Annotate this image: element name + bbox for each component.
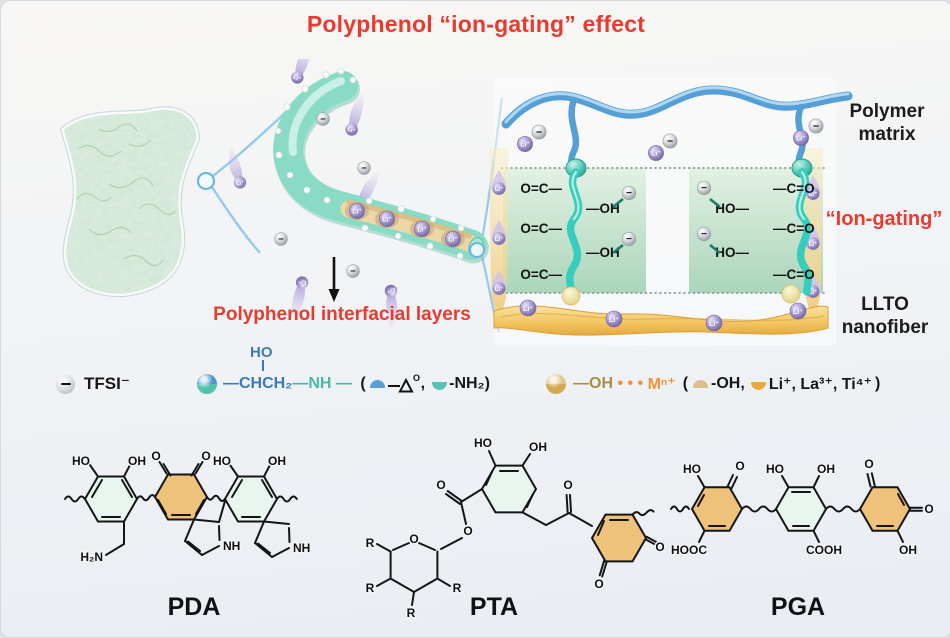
legend-ho-substituent: HO [250,344,273,361]
legend-metal-coordination: —OH • • • Mⁿ⁺ ( -OH , Li⁺, La³⁺, Ti⁴⁺ ) [546,367,880,401]
pga-structure: HO O HO OH O O OH HOOC COOH [670,456,934,559]
legend-ho-bond [262,360,264,371]
svg-text:HO: HO [213,454,231,468]
tfsi-sphere-icon [56,374,75,394]
svg-text:—OH: —OH [586,245,620,260]
svg-text:O: O [413,373,420,383]
fiber-magnifier-circle [469,242,485,258]
svg-text:—C=O: —C=O [773,221,815,236]
svg-text:H₂N: H₂N [80,550,103,564]
svg-text:R: R [366,536,375,550]
svg-text:NH: NH [293,541,310,555]
membrane-fibers [76,123,176,267]
svg-text:O: O [463,524,472,538]
svg-text:HO—: HO— [715,245,749,260]
svg-text:R: R [453,581,462,595]
llto-nanofiber [493,284,829,336]
embedded-li-ions [345,202,465,248]
llto-nanofiber-label: LLTO nanofiber [841,294,929,338]
down-arrow [328,257,340,302]
svg-text:O: O [924,502,933,516]
chain-anchor-sphere [561,286,581,306]
svg-text:HO: HO [72,454,90,468]
amine-monomer-icon [432,382,448,390]
cation-site-icon [750,382,766,390]
svg-text:OH: OH [268,454,286,468]
membrane-graphic [59,106,201,297]
tfsi-label: TFSI⁻ [84,374,130,393]
svg-text:O: O [594,577,603,591]
pda-structure: HO OH O O HO OH H₂N NH NH [64,449,312,566]
amine-sphere-icon [197,374,217,394]
fiber-sheen [288,77,345,156]
functional-groups-right: —C=O —C=O —C=O HO— HO— [696,180,815,282]
svg-text:—C=O: —C=O [773,181,815,196]
svg-text:HO: HO [683,462,701,476]
svg-text:O=C—: O=C— [520,221,562,236]
svg-text:OH: OH [529,440,547,454]
svg-text:NH: NH [223,539,240,553]
svg-text:HO: HO [766,462,784,476]
polymer-matrix-label: Polymer matrix [849,101,925,145]
svg-text:O: O [409,532,418,546]
svg-text:R: R [366,581,375,595]
surface-beads [274,67,465,260]
svg-text:—OH: —OH [586,201,620,216]
membrane-magnifier-circle [196,171,216,191]
interfacial-layers-label: Polyphenol interfacial layers [213,304,471,325]
svg-text:O: O [201,449,210,463]
svg-text:O: O [151,449,160,463]
epoxy-monomer-icon [369,380,385,388]
polymer-chain [501,85,853,178]
functional-groups-left: O=C— O=C— O=C— —OH —OH [520,181,637,282]
svg-text:HOOC: HOOC [671,543,707,557]
svg-text:O: O [735,459,744,473]
chain-anchor-sphere [781,284,801,304]
legend-amine-structure: —CHCH₂ —NH — ( O , -NH₂ ) [197,367,490,401]
svg-text:R: R [407,606,416,620]
legend-tfsi: TFSI⁻ [56,367,130,401]
ion-gating-label: “Ion-gating” [825,208,943,230]
svg-text:O: O [864,457,873,471]
svg-text:COOH: COOH [806,543,842,557]
svg-text:OH: OH [899,543,917,557]
coated-fiber-graphic [229,59,489,331]
pta-structure: HO OH O O O O O O R R R R [364,435,664,621]
epoxide-group-icon: O [387,373,420,393]
svg-text:HO—: HO— [715,201,749,216]
pda-name: PDA [167,593,221,621]
svg-text:O: O [655,540,664,554]
svg-text:O: O [563,478,572,492]
svg-text:O=C—: O=C— [520,181,562,196]
llto-sphere-icon [546,374,566,394]
figure-title: Polyphenol “ion-gating” effect [306,11,646,37]
svg-text:O: O [436,478,445,492]
li-channel-left [489,148,509,324]
pga-name: PGA [770,593,826,621]
svg-text:HO: HO [474,436,492,450]
svg-text:—C=O: —C=O [773,267,815,282]
ion-gating-schematic: O=C— O=C— O=C— —OH —OH —C=O —C=O —C=O HO… [489,78,853,346]
svg-text:O=C—: O=C— [520,267,562,282]
svg-text:OH: OH [817,462,835,476]
pta-name: PTA [469,593,519,621]
svg-text:OH: OH [128,454,146,468]
hydroxyl-site-icon [693,380,709,388]
